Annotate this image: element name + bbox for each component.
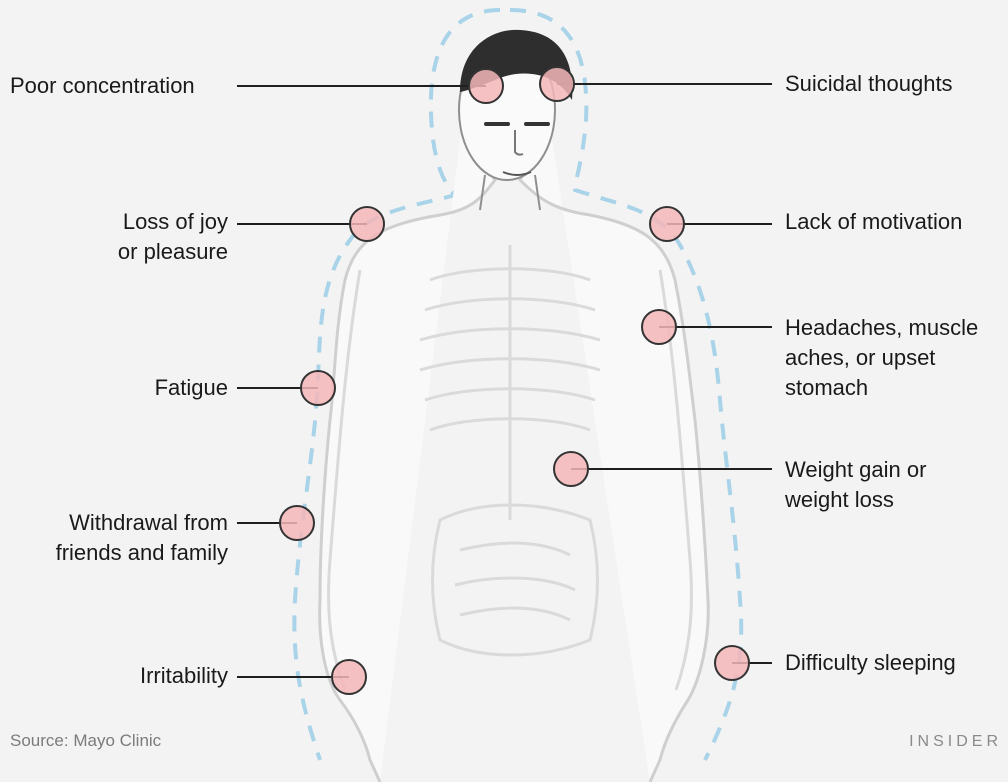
label-aches: Headaches, muscle aches, or upset stomac… (785, 313, 1007, 403)
marker-aches (642, 310, 676, 344)
label-difficulty-sleeping: Difficulty sleeping (785, 648, 956, 678)
insider-logo: INSIDER (909, 733, 1002, 751)
source-prefix: Source: (10, 731, 69, 750)
marker-lack-of-motivation (650, 207, 684, 241)
source-name: Mayo Clinic (73, 731, 161, 750)
marker-withdrawal (280, 506, 314, 540)
marker-suicidal-thoughts (540, 67, 574, 101)
label-suicidal-thoughts: Suicidal thoughts (785, 69, 953, 99)
marker-poor-concentration (469, 69, 503, 103)
label-irritability: Irritability (80, 661, 228, 691)
intestines (433, 505, 598, 655)
label-fatigue: Fatigue (100, 373, 228, 403)
label-lack-of-motivation: Lack of motivation (785, 207, 962, 237)
label-poor-concentration: Poor concentration (10, 71, 195, 101)
marker-weight (554, 452, 588, 486)
label-weight: Weight gain or weight loss (785, 455, 995, 515)
marker-fatigue (301, 371, 335, 405)
marker-loss-of-joy (350, 207, 384, 241)
source-text: Source: Mayo Clinic (10, 731, 161, 751)
label-loss-of-joy: Loss of joy or pleasure (60, 207, 228, 267)
marker-irritability (332, 660, 366, 694)
marker-difficulty-sleeping (715, 646, 749, 680)
label-withdrawal: Withdrawal from friends and family (10, 508, 228, 568)
